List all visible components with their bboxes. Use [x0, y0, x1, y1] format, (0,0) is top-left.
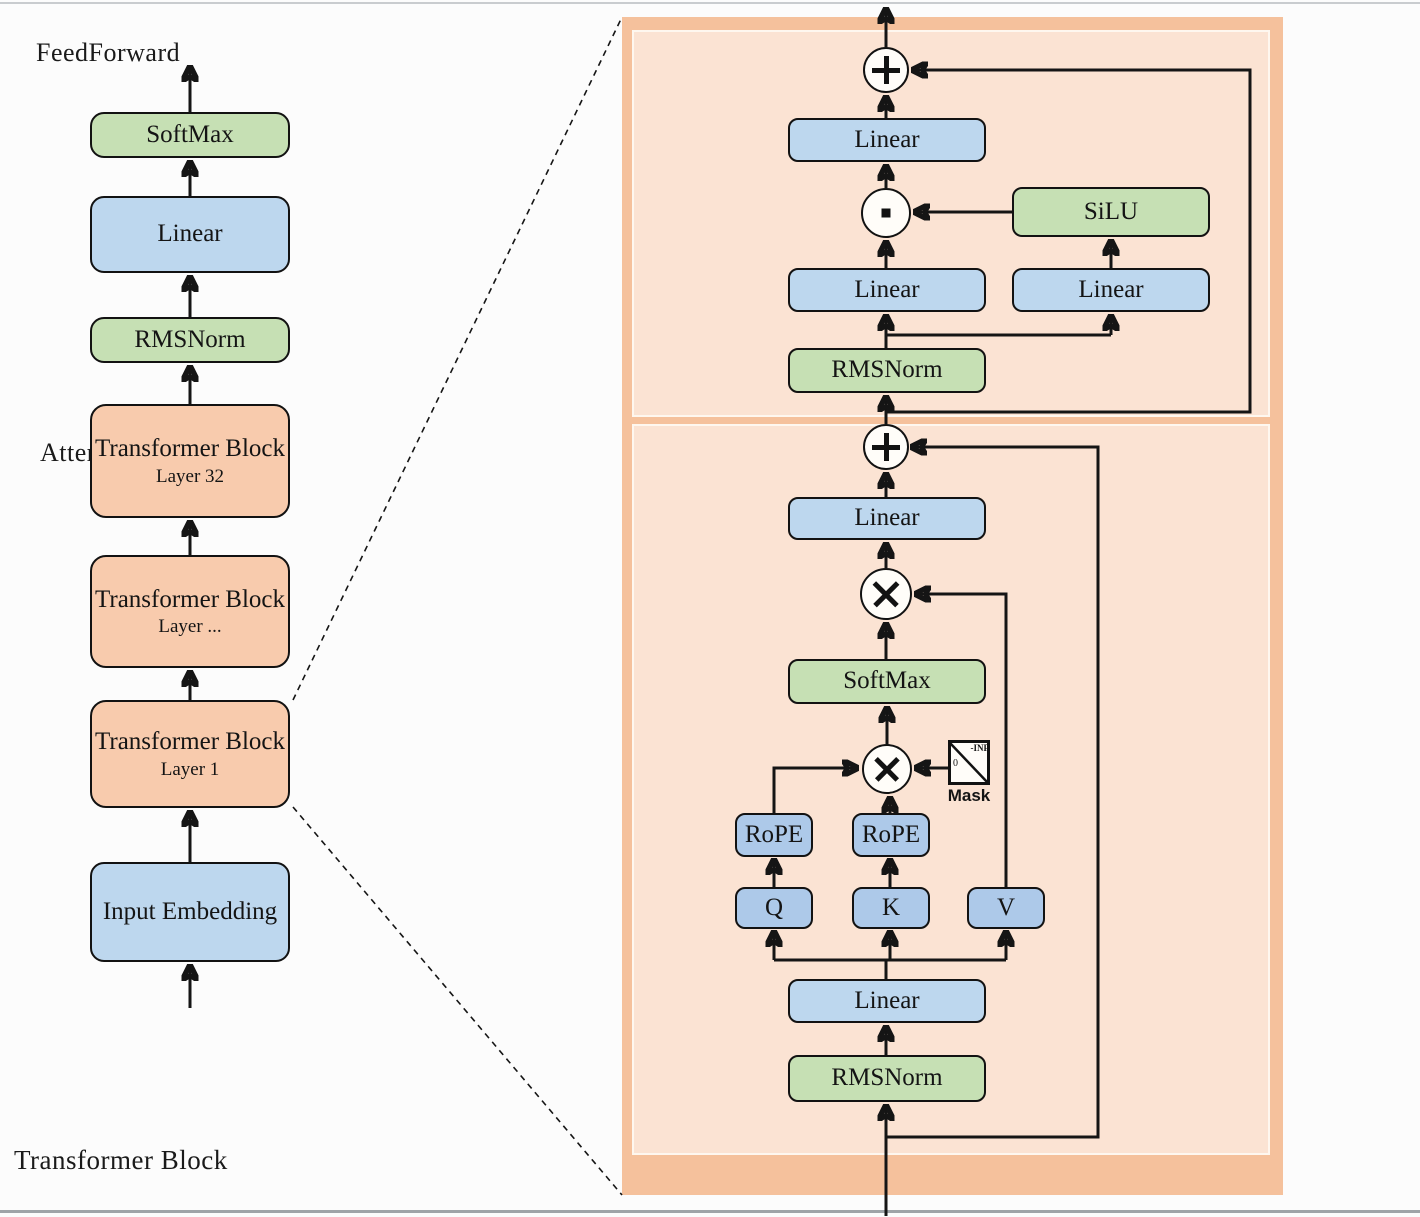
left-softmax: SoftMax	[90, 112, 290, 158]
ff-linear-up: Linear	[1012, 268, 1210, 312]
attn-matmul-qk-op	[862, 744, 912, 794]
attn-matmul-v-op	[860, 568, 912, 620]
ff-residual-add-op	[863, 47, 909, 93]
causal-mask: -INF 0 Mask	[948, 740, 990, 805]
attn-rmsnorm: RMSNorm	[788, 1055, 986, 1102]
left-rmsnorm: RMSNorm	[90, 317, 290, 363]
edge-ff-residual	[886, 70, 1252, 414]
edge-v-matmul	[917, 594, 1008, 887]
ff-linear-out: Linear	[788, 118, 986, 162]
mask-zero-value: 0	[953, 758, 958, 769]
zoom-guide-bottom	[292, 806, 623, 1196]
edge-ffrmsnorm-split	[884, 333, 1111, 348]
edge-linear-fanout	[774, 958, 1006, 979]
attn-rope-k: RoPE	[852, 813, 930, 857]
attn-q: Q	[735, 887, 813, 929]
ff-silu: SiLU	[1012, 187, 1210, 237]
ff-rmsnorm: RMSNorm	[788, 348, 986, 393]
edge-ropeq-matmul	[772, 768, 856, 813]
attn-softmax: SoftMax	[788, 659, 986, 704]
attn-linear-out: Linear	[788, 497, 986, 540]
ff-elementwise-product-op	[861, 188, 911, 238]
top-divider	[0, 2, 1420, 4]
attn-k: K	[852, 887, 930, 929]
bottom-divider	[0, 1210, 1420, 1213]
left-linear: Linear	[90, 196, 290, 273]
edge-attn-residual	[886, 447, 1100, 1139]
feedforward-label: FeedForward	[36, 38, 181, 67]
attention-section	[632, 424, 1270, 1155]
mask-inf-value: -INF	[970, 743, 990, 753]
transformer-block-label: Transformer Block	[14, 1145, 228, 1175]
left-input-embedding: Input Embedding	[90, 862, 290, 962]
attn-residual-add-op	[863, 424, 909, 470]
attn-rope-q: RoPE	[735, 813, 813, 857]
attn-v: V	[967, 887, 1045, 929]
zoom-guide-top	[292, 16, 623, 701]
mask-caption: Mask	[947, 786, 991, 805]
ff-linear-gate: Linear	[788, 268, 986, 312]
attn-linear-in: Linear	[788, 979, 986, 1023]
mask-diagonal	[949, 742, 989, 784]
